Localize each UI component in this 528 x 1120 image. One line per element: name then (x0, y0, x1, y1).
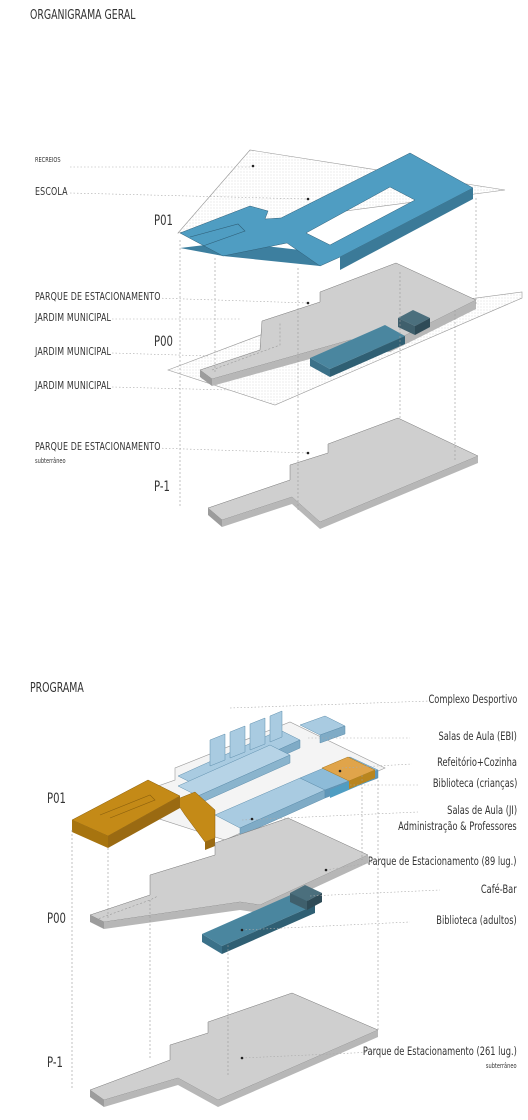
programa-diagram (71, 700, 441, 1107)
level-pm1-bottom: P-1 (47, 1055, 63, 1071)
p00-slab (199, 262, 477, 386)
cafe-bar-block (290, 885, 322, 910)
biblioteca-adultos-block (202, 893, 315, 954)
label-parque-subterraneo: PARQUE DE ESTACIONAMENTO (35, 440, 161, 453)
organigrama-diagram (69, 149, 523, 529)
pm1-slab-prog (89, 992, 379, 1107)
label-escola: ESCOLA (35, 185, 68, 198)
cafe-p00 (398, 310, 430, 335)
label-refeitorio-cozinha: Refeitório+Cozinha (437, 755, 517, 769)
label-biblioteca-criancas: Biblioteca (crianças) (432, 776, 517, 790)
administracao-small-block (174, 791, 216, 850)
label-subterraneo-top: subterrâneo (35, 457, 66, 465)
label-salas-aula-ebi: Salas de Aula (EBI) (438, 729, 517, 743)
pm1-slab (207, 417, 479, 529)
level-p00-top: P00 (154, 334, 173, 350)
administracao-block (71, 779, 181, 848)
label-parque-89: Parque de Estacionamento (89 lug.) (368, 854, 517, 868)
label-administracao-professores: Administração & Professores (398, 819, 517, 833)
level-p01-bottom: P01 (47, 791, 66, 807)
level-pm1-top: P-1 (154, 479, 170, 495)
label-subterraneo-bottom: subterrâneo (486, 1062, 517, 1070)
biblioteca-p00 (310, 325, 405, 377)
label-salas-aula-ji: Salas de Aula (JI) (447, 803, 517, 817)
label-cafe-bar: Café-Bar (481, 882, 517, 896)
label-jardim-municipal-3: JARDIM MUNICIPAL (35, 379, 112, 392)
label-jardim-municipal-2: JARDIM MUNICIPAL (35, 345, 112, 358)
label-jardim-municipal-1: JARDIM MUNICIPAL (35, 311, 112, 324)
level-p01-top: P01 (154, 213, 173, 229)
organigrama-title: ORGANIGRAMA GERAL (30, 8, 136, 23)
label-complexo-desportivo: Complexo Desportivo (428, 692, 517, 706)
label-recreios: RECREIOS (35, 156, 61, 164)
level-p00-bottom: P00 (47, 911, 66, 927)
escola-building (179, 152, 474, 270)
label-biblioteca-adultos: Biblioteca (adultos) (436, 913, 517, 927)
label-parque-estacionamento: PARQUE DE ESTACIONAMENTO (35, 290, 161, 303)
programa-title: PROGRAMA (30, 681, 84, 696)
label-parque-261: Parque de Estacionamento (261 lug.) (363, 1044, 517, 1058)
